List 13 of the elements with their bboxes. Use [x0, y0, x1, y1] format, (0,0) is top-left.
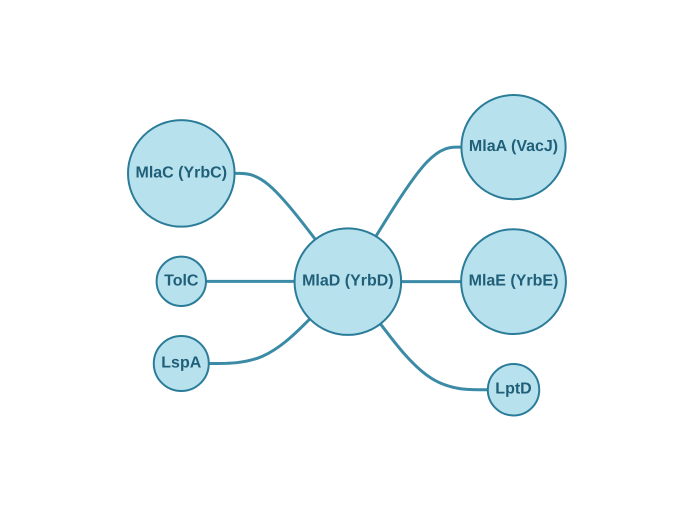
node-circle: MlaD (YrbD)	[294, 227, 402, 336]
connector	[379, 322, 488, 391]
connector	[401, 280, 462, 283]
connector	[234, 172, 317, 240]
node-circle: MlaC (YrbC)	[127, 118, 236, 228]
connector	[206, 280, 295, 283]
connector	[374, 145, 462, 237]
node-circle: MlaE (YrbE)	[460, 228, 567, 335]
node-circle: MlaA (VacJ)	[460, 94, 567, 200]
connector	[208, 318, 311, 365]
node-circle: LspA	[152, 334, 210, 392]
node-circle: LptD	[486, 362, 540, 416]
node-circle: TolC	[156, 255, 207, 307]
